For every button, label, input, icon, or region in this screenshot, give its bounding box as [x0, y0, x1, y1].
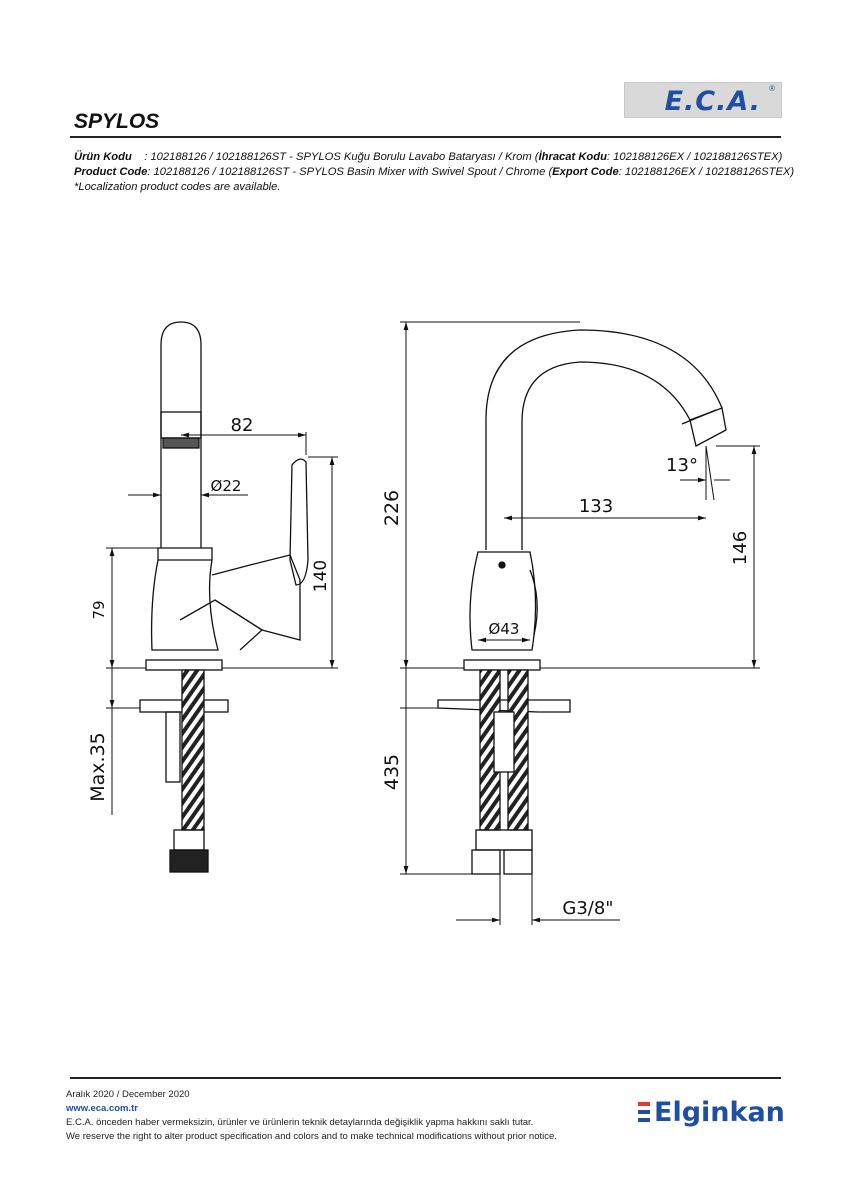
product-code-tr: Ürün Kodu : 102188126 / 102188126ST - SP… — [74, 150, 782, 164]
footer-rule — [70, 1077, 781, 1079]
side-aerator-body — [160, 411, 202, 439]
en-export-label: Export Code — [552, 166, 619, 178]
dim-140: 140 — [311, 560, 331, 592]
eca-logo: E.C.A. ® — [624, 82, 782, 118]
side-lever-base — [211, 554, 301, 641]
registered-mark: ® — [769, 84, 775, 93]
en-text: : 102188126 / 102188126ST - SPYLOS Basin… — [147, 166, 553, 178]
side-base-plate — [145, 659, 223, 671]
dim-13-deg: 13° — [666, 455, 698, 476]
front-spout-inner — [521, 361, 691, 550]
side-view — [139, 321, 309, 873]
side-dimensions — [106, 432, 338, 815]
front-threaded-rod — [493, 711, 515, 773]
elginkan-logo: Elginkan — [654, 1097, 785, 1128]
front-hose-nuts — [475, 829, 533, 851]
dim-d43: Ø43 — [489, 620, 520, 638]
footer-disclaimer-en: We reserve the right to alter product sp… — [66, 1131, 557, 1142]
dim-d22: Ø22 — [211, 477, 242, 495]
front-lever-edge — [529, 569, 538, 636]
eca-logo-text: E.C.A. — [664, 86, 761, 117]
tr-export-label: İhracat Kodu — [538, 151, 607, 163]
en-export-text: : 102188126EX / 102188126STEX) — [618, 166, 795, 178]
elginkan-logo-mark — [638, 1102, 650, 1126]
side-lever-line — [179, 599, 264, 651]
front-dimensions — [400, 321, 760, 925]
side-aerator — [162, 437, 200, 449]
header-rule — [70, 136, 781, 138]
side-threaded-rod — [165, 711, 181, 783]
dim-max35: Max.35 — [87, 732, 109, 802]
dim-g38: G3/8" — [562, 898, 613, 919]
dim-133: 133 — [579, 496, 613, 517]
dim-82: 82 — [231, 415, 254, 436]
footer-disclaimer-tr: E.C.A. önceden haber vermeksizin, ürünle… — [66, 1117, 534, 1128]
product-title: SPYLOS — [74, 110, 160, 133]
front-body — [469, 551, 537, 651]
front-connector-right — [503, 849, 533, 875]
tr-text: : 102188126 / 102188126ST - SPYLOS Kuğu … — [144, 151, 539, 163]
localization-note: *Localization product codes are availabl… — [74, 181, 281, 193]
dim-226: 226 — [381, 490, 403, 526]
side-hose-connector — [169, 849, 209, 873]
front-base-plate — [463, 659, 541, 671]
dim-79: 79 — [90, 600, 108, 619]
front-mount-plate — [437, 699, 571, 713]
side-hose-1 — [181, 669, 205, 831]
tr-export-text: : 102188126EX / 102188126STEX) — [606, 151, 783, 163]
side-spout-tube — [160, 321, 202, 548]
front-indicator-dot — [498, 561, 506, 569]
en-label: Product Code — [74, 166, 148, 178]
dim-435: 435 — [381, 754, 403, 790]
front-view — [437, 329, 727, 875]
footer-date: Aralık 2020 / December 2020 — [66, 1089, 190, 1100]
footer-url[interactable]: www.eca.com.tr — [66, 1103, 138, 1114]
side-lever-handle — [289, 458, 309, 586]
front-spout-outer — [485, 329, 723, 550]
product-code-en: Product Code: 102188126 / 102188126ST - … — [74, 165, 794, 179]
side-hose-nut — [173, 829, 205, 851]
side-body — [150, 547, 219, 651]
front-connector-left — [471, 849, 501, 875]
tr-label: Ürün Kodu — [74, 151, 132, 163]
dim-146: 146 — [730, 531, 751, 565]
